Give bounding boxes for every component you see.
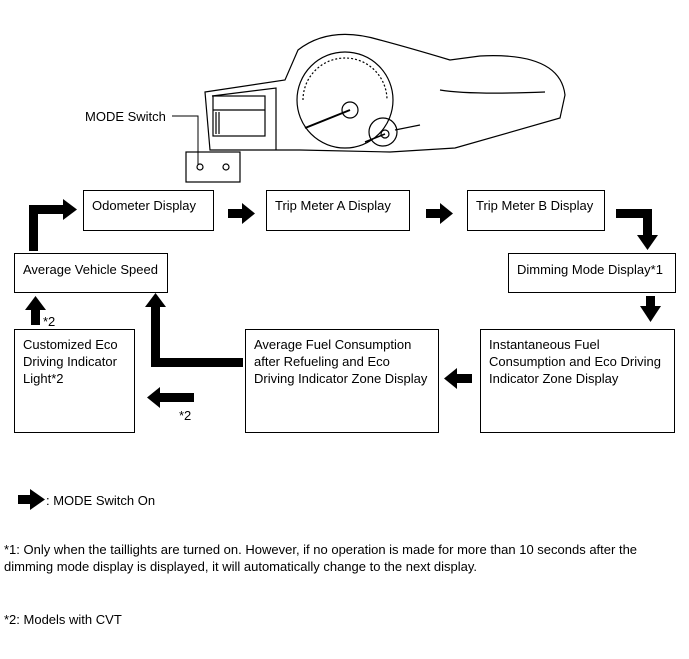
trip-meter-a-box: Trip Meter A Display [266,190,410,231]
arrow-average-fuel-to-avg-speed [145,293,243,367]
mode-switch-label: MODE Switch [85,109,166,124]
legend-arrow-icon [18,489,45,510]
trip-meter-b-box: Trip Meter B Display [467,190,605,231]
average-fuel-box: Average Fuel Consumption after Refueling… [245,329,439,433]
footnote-1: *1: Only when the taillights are turned … [4,542,638,574]
footnote-mark-left-arrow: *2 [179,408,192,423]
arrow-average-fuel-to-customized-eco [147,387,194,408]
mode-switch-leader-line [172,115,199,165]
arrow-avg-speed-to-odometer [29,199,77,251]
average-fuel-label: Average Fuel Consumption after Refueling… [254,337,428,386]
footnote-mark-up-arrow: *2 [43,314,56,329]
average-vehicle-speed-label: Average Vehicle Speed [23,262,158,277]
trip-meter-b-label: Trip Meter B Display [476,198,594,213]
arrow-instantaneous-to-average-fuel [444,368,472,389]
trip-meter-a-label: Trip Meter A Display [275,198,391,213]
arrow-dimming-to-instantaneous [640,296,661,322]
legend-text: : MODE Switch On [46,493,156,508]
flow-arrows [18,199,661,510]
arrow-odometer-to-trip-a [228,203,255,224]
customized-eco-label: Customized Eco Driving Indicator Light*2 [23,337,118,386]
dimming-mode-label: Dimming Mode Display*1 [517,262,663,277]
instantaneous-fuel-box: Instantaneous Fuel Consumption and Eco D… [480,329,675,433]
average-vehicle-speed-box: Average Vehicle Speed [14,253,168,293]
odometer-display-label: Odometer Display [92,198,197,213]
arrow-customized-eco-to-avg-speed [25,296,46,325]
instrument-cluster-illustration [185,33,566,183]
customized-eco-box: Customized Eco Driving Indicator Light*2 [14,329,135,433]
arrow-trip-a-to-trip-b [426,203,453,224]
footnote-2: *2: Models with CVT [4,612,122,627]
odometer-display-box: Odometer Display [83,190,214,231]
arrow-trip-b-to-dimming [616,209,658,250]
instantaneous-fuel-label: Instantaneous Fuel Consumption and Eco D… [489,337,661,386]
dimming-mode-box: Dimming Mode Display*1 [508,253,676,293]
